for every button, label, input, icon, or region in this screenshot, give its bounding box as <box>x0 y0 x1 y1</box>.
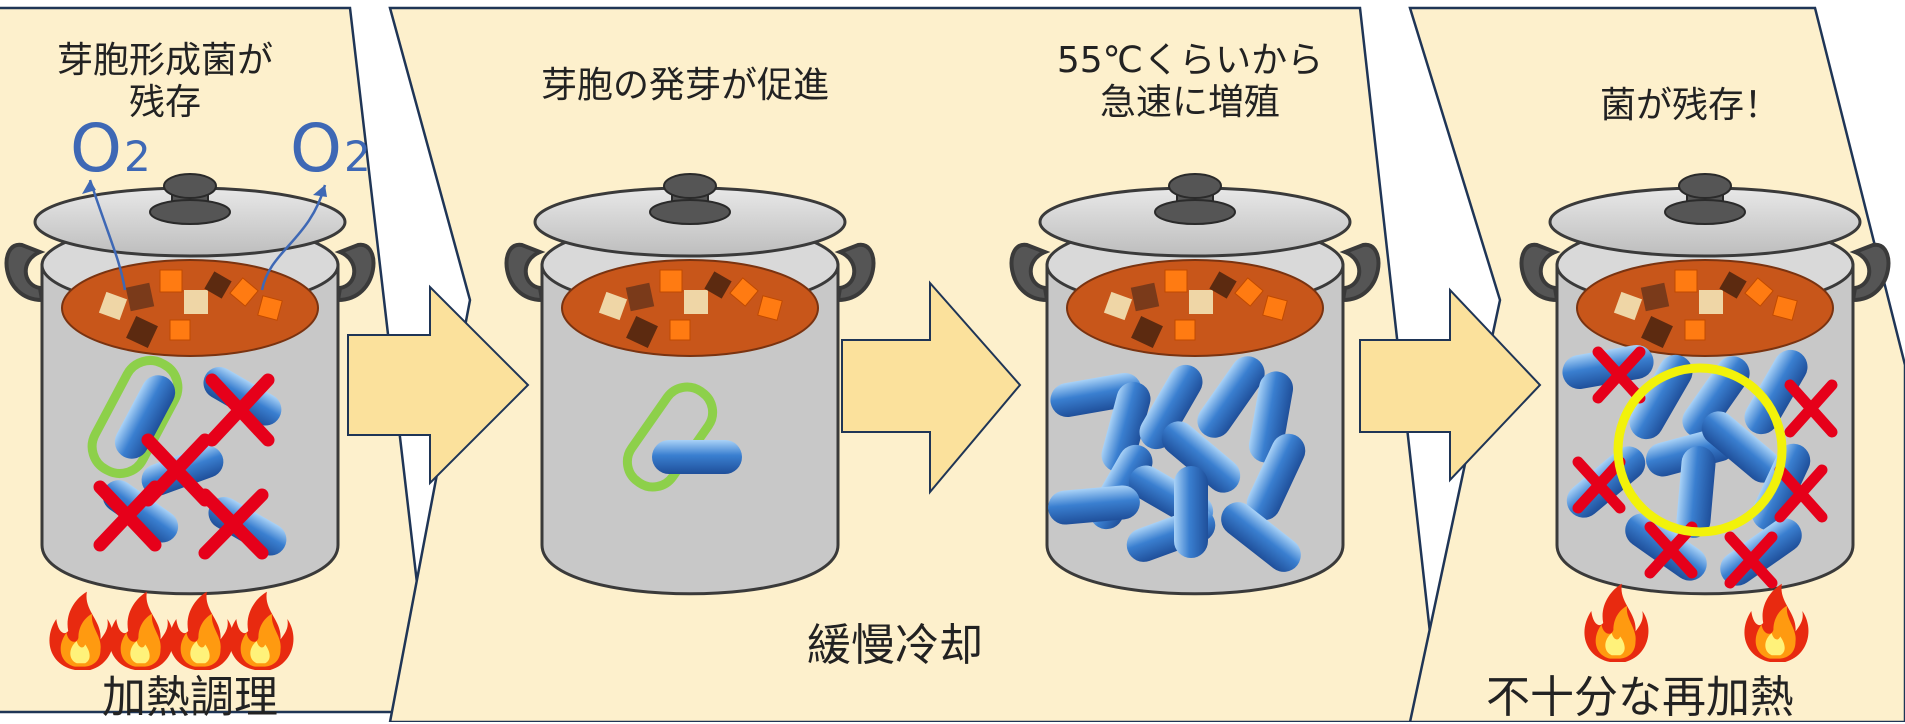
pot-2 <box>504 173 876 596</box>
oxygen-symbol: O <box>70 110 122 187</box>
process-arrow-2 <box>841 280 1022 495</box>
bacterium <box>1246 433 1306 521</box>
caption-germination: 芽胞の発芽が促進 <box>540 65 829 106</box>
bacterium <box>1048 485 1140 525</box>
oxygen-label-right: O2 <box>290 110 371 187</box>
caption-rapid-growth: 55℃くらいから 急速に増殖 <box>1040 40 1340 125</box>
stew-chunks <box>98 269 283 348</box>
bacterium <box>1197 356 1265 438</box>
oxygen-escape-arrows <box>88 179 327 291</box>
bacterium <box>652 440 742 474</box>
oxygen-label-left: O2 <box>70 110 151 187</box>
cross-mark <box>93 373 275 560</box>
bacterium <box>1744 349 1808 435</box>
bacterium <box>203 367 282 426</box>
caption-line: 芽胞形成菌が <box>56 40 273 81</box>
bacterium <box>1101 381 1151 473</box>
label-cooking: 加熱調理 <box>102 672 278 723</box>
bacterium <box>1221 502 1301 572</box>
process-arrow-1 <box>347 284 530 486</box>
bacterium <box>1139 364 1203 450</box>
bacterium <box>1751 443 1811 531</box>
bacterium <box>1676 446 1716 538</box>
caption-line: 急速に増殖 <box>1099 82 1280 124</box>
bacterium <box>1174 466 1208 558</box>
label-insufficient-reheat: 不十分な再加熱 <box>1486 672 1794 723</box>
bacteria-group-3 <box>1048 356 1306 572</box>
pot-handle-left <box>4 242 46 303</box>
process-arrow-3 <box>1359 287 1542 483</box>
caption-bacteria-remain: 菌が残存！ <box>1599 85 1780 126</box>
cross-mark <box>1572 346 1838 589</box>
bacterium <box>114 375 176 459</box>
spore-ring <box>87 356 183 478</box>
pot-1 <box>4 173 376 596</box>
bacterium <box>1161 421 1241 493</box>
bacteria-group-2 <box>622 382 742 492</box>
bacteria-group-1 <box>87 356 287 560</box>
label-slow-cooling: 緩慢冷却 <box>807 620 983 671</box>
oxygen-subscript: 2 <box>343 132 371 181</box>
caption-spore-survive: 芽胞形成菌が 残存 <box>40 40 290 125</box>
oxygen-subscript: 2 <box>123 132 151 181</box>
surviving-bacteria-highlight <box>1613 363 1787 537</box>
pot-handle-right <box>334 242 376 303</box>
caption-line: 55℃くらいから <box>1056 40 1324 81</box>
bacteria-group-4 <box>1562 344 1838 589</box>
bacterium <box>1701 411 1781 483</box>
oxygen-symbol: O <box>290 110 342 187</box>
caption-line: 残存 <box>128 82 201 124</box>
